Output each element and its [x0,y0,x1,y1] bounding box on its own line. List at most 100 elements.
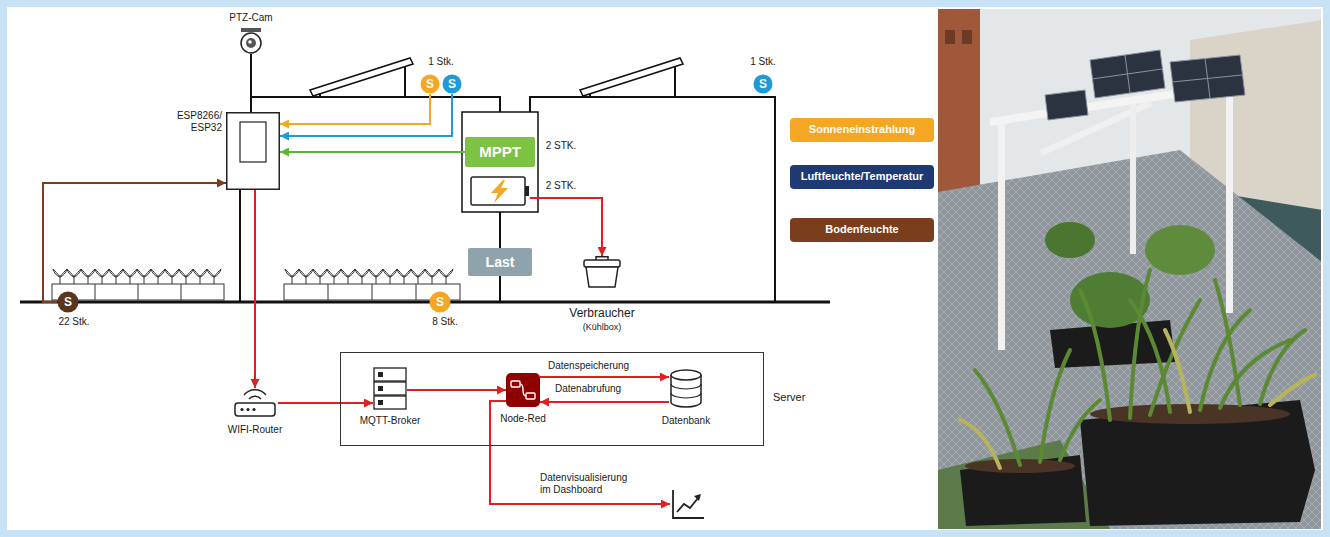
plant-bed [123,269,137,284]
sensor-circle: S [420,74,440,94]
plant-bed [151,269,165,284]
cooler-icon-shape [582,256,622,288]
plant-bed [95,284,181,300]
edge-label: Datenspeicherung [548,360,658,372]
load-box: Last [468,248,532,276]
plant-bed [165,269,179,284]
rooftop-photo [945,30,955,44]
legend-swatch: Bodenfeuchte [790,218,934,242]
router-icon-part [244,390,266,395]
legend-text: Sonneneinstrahlung [809,123,915,136]
plant-bed [425,269,439,284]
plant-bed [53,269,67,284]
sensor-circle: S [442,74,462,94]
node-label: S [426,77,434,91]
connector [278,402,373,404]
plant-bed [397,269,411,284]
charger-housing [462,112,538,212]
sensor-circle-part [421,75,440,94]
edge-label: Datenabrufung [555,383,655,395]
controller-box-shape [226,112,280,190]
plant-bed [369,269,383,284]
outer-frame [7,7,1323,530]
node-label: S [436,295,444,309]
camera-icon-part [248,40,252,44]
plant-bed [383,269,397,284]
node-label: MPPT [479,143,521,161]
connector [530,198,602,256]
solar-panel [310,58,683,96]
rooftop-photo [938,9,1321,529]
rooftop-photo [938,9,1321,529]
connector [280,151,465,153]
chart-icon-part [677,498,698,512]
support-structure [239,190,241,302]
router-icon-part [246,408,249,411]
sensor-circle: S [57,291,79,313]
database-icon-shape [669,369,703,409]
broker-icon-part [374,396,406,409]
connector [43,183,226,302]
node-red-icon-shape [506,373,540,407]
cooler-icon-part [586,267,618,287]
rooftop-photo [960,420,1000,468]
cooler-icon-part [584,260,620,267]
legend-swatch: Luftfeuchte/Temperatur [790,165,934,189]
plant-bed [109,269,123,284]
database-icon-part [671,370,701,380]
rooftop-photo [1080,290,1110,420]
ground-line [20,301,830,304]
rooftop-photo [1130,300,1170,412]
broker-icon-part [378,400,383,405]
camera-icon-part [241,33,261,53]
node-label: S [759,77,767,91]
chart-icon-part [673,490,704,518]
plant-bed [285,269,299,284]
count-label: 8 Stk. [427,316,463,328]
solar-panel [310,58,413,96]
chart-icon-part [694,494,701,501]
rooftop-photo [1092,55,1242,98]
rooftop-photo [962,30,972,44]
router-icon-part [249,396,261,399]
support-structure [251,97,500,112]
sensor-circle: S [429,291,451,313]
support-structure [530,97,775,302]
cooler-icon: Verbraucher(Kühlbox) [582,256,622,288]
plant-bed [313,269,327,284]
plant-bed [67,269,81,284]
rooftop-photo [1130,104,1136,254]
node-red-icon-part [511,381,520,387]
legend-text: Luftfeuchte/Temperatur [801,170,924,183]
count-label: 22 Stk. [54,316,94,328]
legend-swatch: Sonneneinstrahlung [790,118,934,142]
plant-bed [355,269,369,284]
battery-icon-shape [470,176,530,206]
node-label: WIFI-Router [212,424,298,436]
rooftop-photo [1270,375,1315,405]
plant-bed [207,269,221,284]
solar-panel [580,58,683,96]
sensor-circle-part [443,75,462,94]
rooftop-photo [1080,400,1315,526]
battery-icon-part [525,186,529,196]
rooftop-photo [1060,400,1100,460]
controller-box-part [227,113,280,190]
node-label: Server [773,391,823,404]
node-label: S [448,77,456,91]
camera-icon: PTZ-Cam [236,28,266,54]
plant-bed [411,269,425,284]
database-icon: Datenbank [669,369,703,409]
connector [254,190,256,388]
broker-icon-shape [373,367,407,411]
node-red-icon-part [506,373,540,407]
count-label: 2 STK. [541,140,581,152]
count-label: 2 STK. [541,180,581,192]
rooftop-photo [1145,225,1215,275]
node-red-icon-part [526,393,535,399]
rooftop-photo [1045,90,1088,120]
connector [280,94,430,124]
